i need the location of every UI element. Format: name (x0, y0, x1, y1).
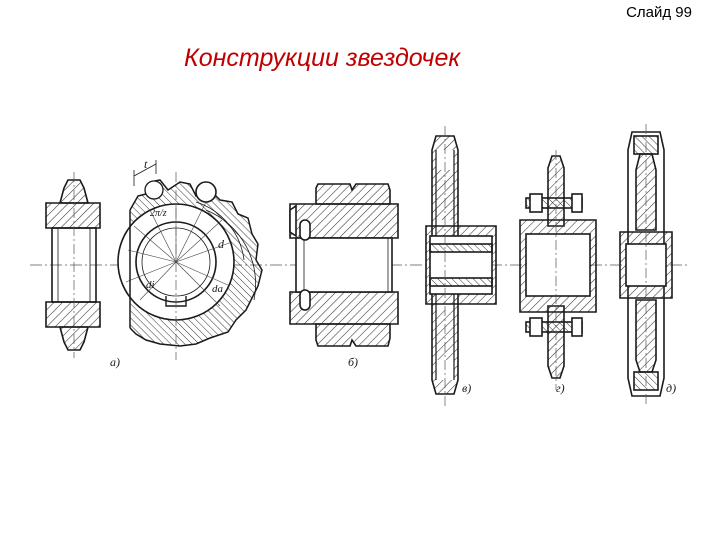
label-t: t (144, 157, 148, 171)
sprocket-a-front-view (117, 160, 263, 360)
slide-number: Слайд 99 (626, 4, 692, 21)
label-v: в) (462, 381, 471, 395)
sprocket-a-section (45, 172, 101, 358)
label-2pi-z: 2π/z (150, 208, 167, 219)
sprocket-b-section (289, 183, 399, 347)
label-d: д) (666, 381, 676, 395)
label-da: da (212, 283, 224, 295)
label-di: di (146, 279, 155, 291)
sprocket-v-section (425, 126, 497, 406)
label-a: a) (110, 355, 120, 369)
sprocket-d-section (619, 124, 673, 406)
label-g: г) (556, 381, 565, 395)
sprocket-drawing: t 2π/z d da di a) б) в) (30, 124, 690, 406)
label-d: d (218, 237, 225, 251)
slide-title: Конструкции звездочек (184, 44, 461, 72)
label-b: б) (348, 355, 358, 369)
sprocket-g-section (519, 150, 597, 390)
